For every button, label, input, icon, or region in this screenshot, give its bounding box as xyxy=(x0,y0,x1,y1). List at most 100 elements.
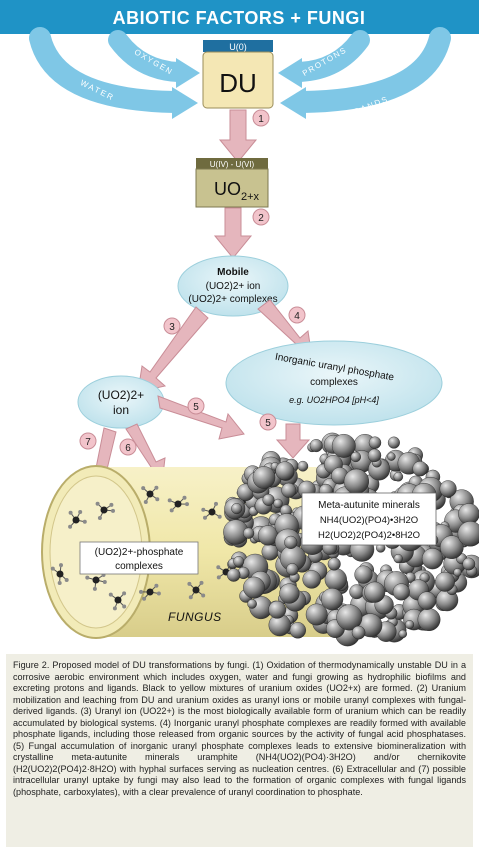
uranyl-molecule xyxy=(141,485,160,504)
mineral-sphere xyxy=(368,436,382,449)
mineral-sphere xyxy=(289,622,306,639)
mineral-sphere xyxy=(321,587,344,611)
du-transformation-diagram: ABIOTIC FACTORS + FUNGI OXYGEN PROTONS W… xyxy=(0,0,479,647)
step-5a-badge xyxy=(187,397,205,415)
step-5a-number: 5 xyxy=(193,402,199,413)
uo2-box-top xyxy=(196,158,268,169)
uranyl-molecule xyxy=(139,583,161,601)
minerals-formula1: NH4(UO2)(PO4)•3H2O xyxy=(320,515,418,526)
step-1-badge xyxy=(252,109,270,127)
fungus-label: FUNGUS xyxy=(168,610,222,624)
mineral-sphere xyxy=(243,527,255,539)
mineral-sphere xyxy=(233,556,245,567)
water-arc xyxy=(29,27,186,113)
protons-arrowhead xyxy=(278,58,302,88)
du-box xyxy=(202,51,274,109)
mineral-sphere xyxy=(243,576,265,599)
mineral-sphere xyxy=(305,603,328,626)
phosphate-complexes-line2: complexes xyxy=(115,561,163,572)
mineral-sphere xyxy=(387,436,400,449)
oxygen-arrowhead xyxy=(176,58,200,88)
mineral-sphere xyxy=(324,568,347,591)
mineral-sphere xyxy=(393,471,404,482)
mineral-sphere xyxy=(349,584,365,600)
du-label: DU xyxy=(219,68,257,98)
arrow-1 xyxy=(218,109,258,163)
mineral-sphere xyxy=(268,600,287,619)
uranyl-molecule xyxy=(201,501,222,520)
mineral-sphere xyxy=(275,461,295,481)
mineral-sphere xyxy=(354,565,373,584)
mineral-sphere xyxy=(398,629,407,639)
mineral-sphere xyxy=(309,439,323,453)
mobile-line2: (UO2)2+ complexes xyxy=(188,294,277,305)
mineral-sphere xyxy=(453,568,462,577)
mineral-sphere xyxy=(231,503,243,515)
mineral-sphere xyxy=(393,553,403,564)
uranyl-molecule xyxy=(68,510,87,529)
step-4-badge xyxy=(288,306,306,324)
uranyl-ion-line2: ion xyxy=(113,403,129,417)
mineral-sphere xyxy=(281,482,297,498)
mineral-sphere xyxy=(412,461,428,477)
header-title: ABIOTIC FACTORS + FUNGI xyxy=(113,8,366,28)
mineral-sphere xyxy=(417,608,441,631)
arrow-5a xyxy=(157,395,245,440)
step-5b-badge xyxy=(259,413,277,431)
inorganic-example: e.g. UO2HPO4 [pH<4] xyxy=(289,395,379,405)
mobile-line1: (UO2)2+ ion xyxy=(206,281,261,292)
figure-caption-box: Figure 2. Proposed model of DU transform… xyxy=(6,654,473,847)
mineral-sphere xyxy=(226,568,241,582)
mineral-sphere xyxy=(331,433,356,458)
minerals-formula2: H2(UO2)2(PO4)2•8H2O xyxy=(318,530,420,541)
mineral-sphere xyxy=(457,521,479,547)
ligands-arrowhead xyxy=(280,87,306,119)
mineral-aggregate xyxy=(223,432,479,647)
mineral-sphere xyxy=(262,493,275,506)
figure-caption: Figure 2. Proposed model of DU transform… xyxy=(13,660,466,797)
mineral-sphere xyxy=(247,599,257,609)
mineral-sphere xyxy=(435,571,455,592)
mineral-sphere xyxy=(327,557,341,571)
uranyl-molecule xyxy=(50,563,69,585)
step-6-badge xyxy=(119,438,137,456)
inorganic-ellipse xyxy=(225,340,443,426)
mineral-sphere xyxy=(284,535,298,550)
step-3-number: 3 xyxy=(169,322,175,333)
step-1-number: 1 xyxy=(258,114,264,125)
minerals-title: Meta-autunite minerals xyxy=(318,500,420,511)
uo2-box xyxy=(195,168,269,208)
uo2-state-label: U(IV) - U(VI) xyxy=(210,160,255,169)
mineral-sphere xyxy=(351,625,366,640)
step-6-number: 6 xyxy=(125,443,131,454)
arrow-2 xyxy=(213,207,253,259)
mineral-sphere xyxy=(462,557,476,571)
uranyl-ion-ellipse xyxy=(77,375,165,429)
mineral-sphere xyxy=(364,581,386,603)
uranyl-molecule xyxy=(95,501,115,520)
step-4-number: 4 xyxy=(294,311,300,322)
mineral-sphere xyxy=(387,452,396,461)
uranyl-molecule xyxy=(187,580,206,600)
phosphate-complexes-line1: (UO2)2+-phosphate xyxy=(95,547,184,558)
mineral-sphere xyxy=(417,591,437,610)
mineral-sphere xyxy=(421,548,444,570)
mineral-sphere xyxy=(279,583,300,604)
step-2-number: 2 xyxy=(258,213,264,224)
uranyl-molecule xyxy=(85,573,107,591)
mineral-sphere xyxy=(392,583,410,601)
header-band xyxy=(0,0,479,34)
step-3-badge xyxy=(163,317,181,335)
mineral-sphere xyxy=(273,498,283,509)
mineral-sphere xyxy=(439,480,457,498)
arrow-5b xyxy=(275,423,311,459)
ligands-arc xyxy=(292,27,451,113)
mineral-sphere xyxy=(439,535,464,560)
mineral-sphere xyxy=(297,460,309,472)
inorganic-line2: complexes xyxy=(310,377,358,388)
du-state-label: U(0) xyxy=(229,42,247,52)
minerals-box xyxy=(301,492,437,546)
mineral-sphere xyxy=(336,604,363,631)
mineral-sphere xyxy=(367,448,382,463)
mineral-sphere xyxy=(252,466,276,489)
